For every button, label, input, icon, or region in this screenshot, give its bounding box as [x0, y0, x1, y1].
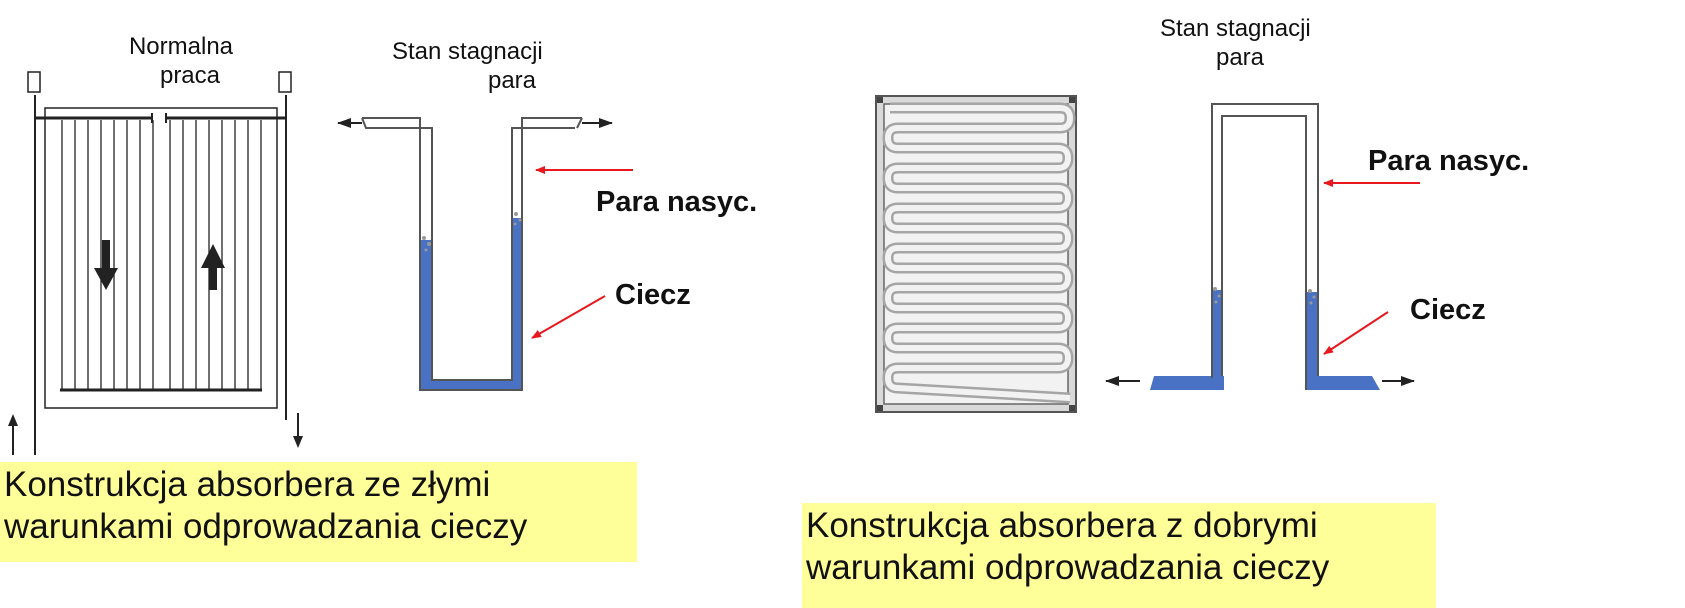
stagnation-label-line-2: para — [487, 67, 537, 94]
liquid-label-left: Ciecz — [615, 279, 691, 311]
u-tube-good — [1150, 103, 1380, 390]
stagnation-label-line-1: Stan stagnacji — [1160, 15, 1311, 42]
normal-label-line-1: Normalna — [128, 33, 234, 60]
caption-good-drainage: Konstrukcja absorbera z dobrymi warunkam… — [802, 503, 1436, 608]
outlet-arrow-icon — [293, 413, 303, 448]
caption-good-line-1: Konstrukcja absorbera z dobrymi — [806, 506, 1318, 545]
normal-operation-label: Normalna praca — [96, 32, 266, 90]
liquid-pointer-arrow — [531, 295, 606, 339]
stagnation-label-left: Stan stagnacji para — [392, 37, 602, 95]
arrow-down-icon — [94, 240, 118, 290]
caption-bad-line-1: Konstrukcja absorbera ze złymi — [4, 465, 491, 504]
vapor-label-left: Para nasyc. — [596, 186, 758, 218]
arrow-up-icon — [201, 244, 225, 290]
riser-tubes — [61, 120, 262, 390]
vapor-label-right: Para nasyc. — [1368, 145, 1530, 177]
serpentine-absorber — [875, 95, 1077, 413]
harp-absorber — [27, 71, 292, 455]
normal-label-line-2: praca — [159, 62, 221, 89]
caption-good-line-2: warunkami odprowadzania cieczy — [806, 548, 1330, 587]
caption-bad-drainage: Konstrukcja absorbera ze złymi warunkami… — [0, 462, 637, 562]
liquid-pointer-arrow — [1323, 311, 1389, 355]
stagnation-label-line-2: para — [1215, 44, 1265, 71]
inlet-arrow-icon — [8, 414, 18, 455]
liquid-label-right: Ciecz — [1410, 294, 1486, 326]
stagnation-label-right: Stan stagnacji para — [1160, 14, 1360, 72]
caption-bad-line-2: warunkami odprowadzania cieczy — [4, 507, 528, 546]
u-tube-bad — [361, 117, 583, 391]
stagnation-label-line-1: Stan stagnacji — [392, 38, 543, 65]
